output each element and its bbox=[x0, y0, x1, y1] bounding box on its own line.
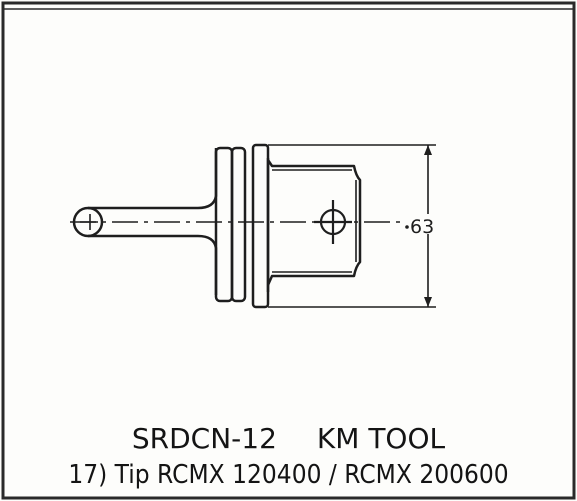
crosshair-mark bbox=[314, 200, 352, 244]
dimension-dot bbox=[405, 225, 409, 229]
tool-body bbox=[72, 143, 362, 309]
caption-title: SRDCN-12 KM TOOL bbox=[0, 423, 577, 455]
dimension-label-bg bbox=[405, 214, 445, 234]
tool-type: KM TOOL bbox=[316, 422, 446, 455]
dimension-arrowheads bbox=[424, 145, 432, 307]
flange-plate-3 bbox=[251, 143, 270, 309]
insert-spec-line: 17) Tip RCMX 120400 / RCMX 200600 bbox=[68, 460, 509, 490]
model-code: SRDCN-12 bbox=[131, 422, 277, 455]
coupling-outline bbox=[266, 159, 362, 286]
coupling-detail-lines bbox=[272, 169, 357, 273]
flange-plate-2 bbox=[230, 146, 247, 303]
dimension-label: 63 bbox=[410, 216, 434, 238]
shank-end-mark bbox=[80, 214, 98, 230]
flange-plate-1 bbox=[214, 146, 234, 303]
